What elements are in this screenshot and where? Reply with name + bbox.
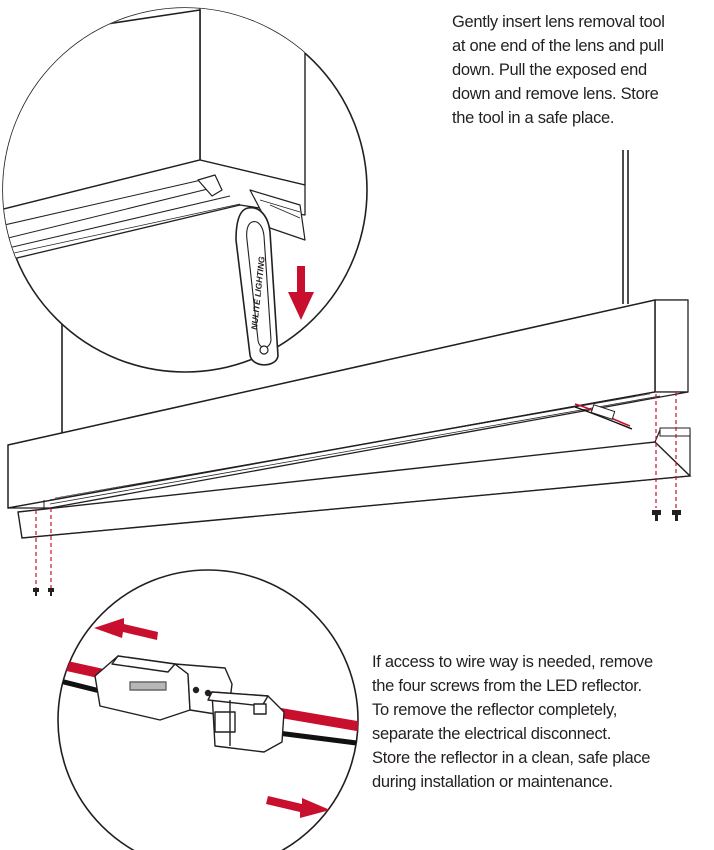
screws	[33, 510, 681, 596]
fixture-wires	[574, 403, 633, 430]
instruction-line: To remove the reflector completely,	[372, 701, 618, 719]
screw-icon	[652, 510, 661, 521]
instruction-line: down. Pull the exposed end	[452, 61, 647, 79]
luminaire-body	[7, 299, 689, 509]
instruction-line: during installation or maintenance.	[372, 773, 613, 791]
arrow-down-icon	[288, 266, 314, 320]
lens-removal-instructions: Gently insert lens removal tool at one e…	[452, 10, 712, 130]
instruction-line: separate the electrical disconnect.	[372, 725, 611, 743]
led-reflector	[17, 427, 692, 539]
instruction-line: Store the reflector in a clean, safe pla…	[372, 749, 651, 767]
instruction-line: at one end of the lens and pull	[452, 37, 664, 55]
lens-removal-detail: NULITE LIGHTING	[2, 7, 368, 373]
screw-guides	[35, 392, 677, 588]
disconnect-detail	[57, 569, 359, 850]
instruction-line: the tool in a safe place.	[452, 109, 615, 127]
arrow-right-icon	[266, 796, 330, 818]
instruction-line: down and remove lens. Store	[452, 85, 659, 103]
instruction-line: Gently insert lens removal tool	[452, 13, 665, 31]
arrow-left-icon	[94, 618, 158, 640]
wire-way-instructions: If access to wire way is needed, remove …	[372, 650, 710, 794]
lens-removal-tool: NULITE LIGHTING	[235, 206, 279, 366]
screw-icon	[33, 588, 39, 596]
instruction-line: If access to wire way is needed, remove	[372, 653, 653, 671]
instruction-line: the four screws from the LED reflector.	[372, 677, 642, 695]
screw-icon	[672, 510, 681, 521]
screw-icon	[48, 588, 54, 596]
